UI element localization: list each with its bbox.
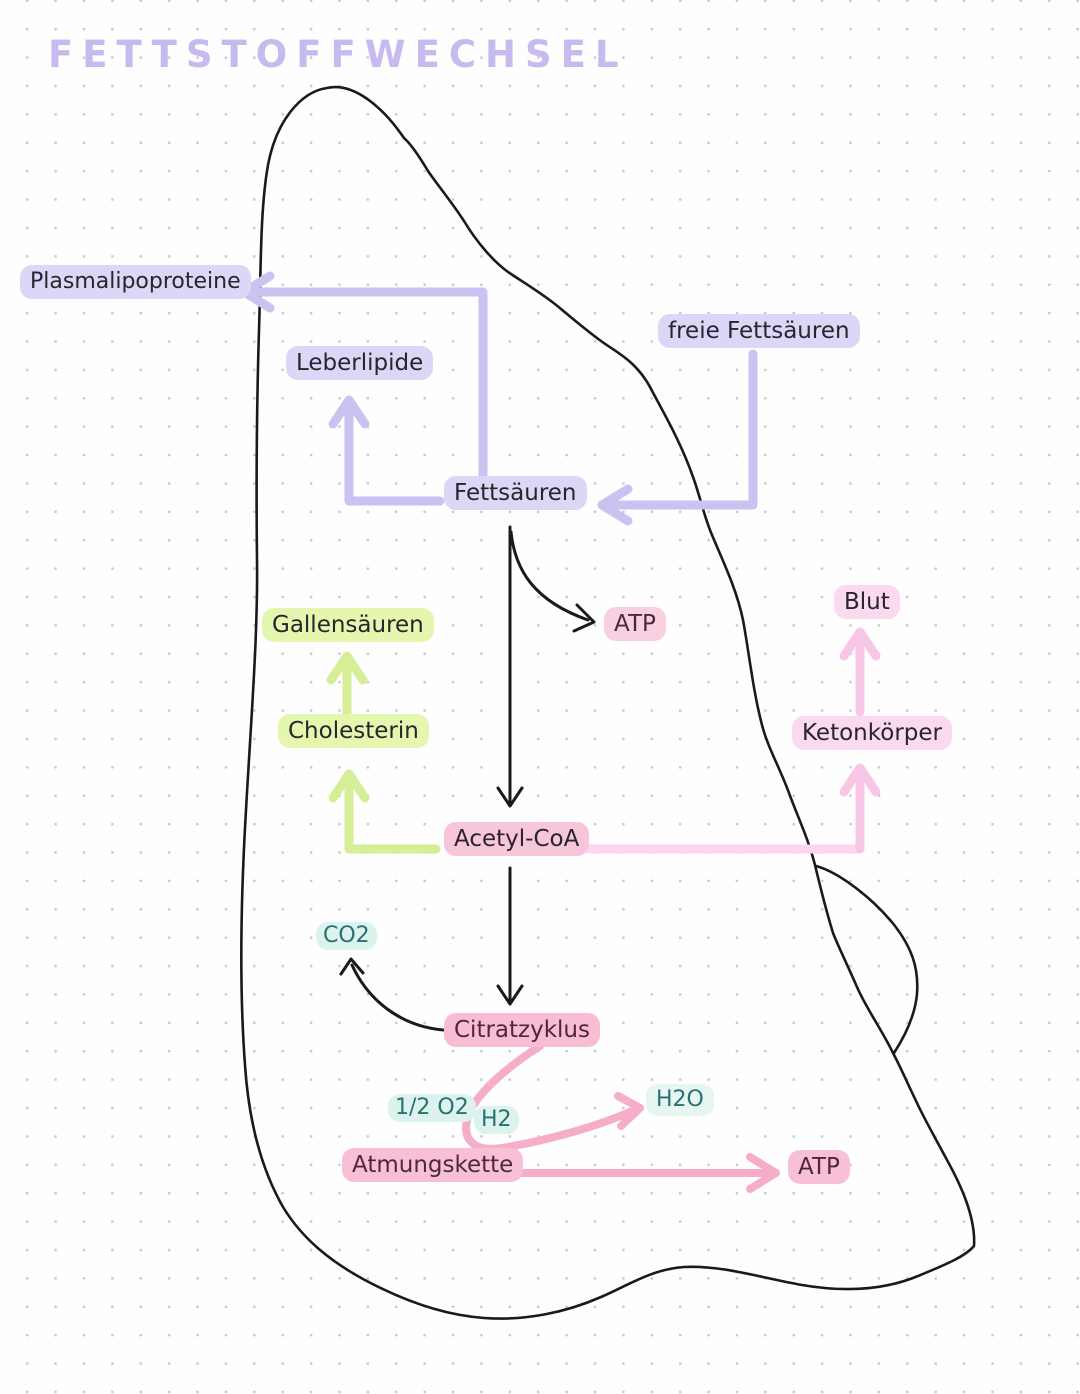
liver-outline: [240, 85, 976, 1320]
node-ketonkoerper: Ketonkörper: [792, 716, 952, 750]
node-leberlipide: Leberlipide: [286, 346, 434, 380]
node-blut: Blut: [834, 585, 900, 619]
node-atmungskette: Atmungskette: [342, 1148, 524, 1182]
arrow-cholesterin-to-gallensaeuren: [326, 651, 368, 719]
arrow-acetylcoa-to-cholesterin: [328, 769, 441, 854]
arrow-atmungskette-to-atp: [508, 1153, 780, 1193]
arrow-ketonkoerper-to-blut: [839, 627, 881, 717]
node-h2: H2: [474, 1106, 519, 1134]
node-half-o2: 1/2 O2: [388, 1094, 476, 1122]
green-arrows: [326, 651, 441, 854]
liver-lobe-outline: [814, 864, 919, 1055]
arrow-citratzyklus-to-co2: [339, 957, 445, 1032]
arrow-fettsaeuren-to-atp: [509, 530, 596, 633]
arrow-freie-fettsaeuren-to-fettsaeuren: [597, 349, 758, 526]
node-gallensaeuren: Gallensäuren: [262, 608, 434, 642]
node-cholesterin: Cholesterin: [278, 714, 429, 748]
node-h2o: H2O: [646, 1084, 714, 1116]
node-co2: CO2: [316, 922, 377, 950]
node-citratzyklus: Citratzyklus: [444, 1013, 600, 1047]
node-atp-from-atmungskette: ATP: [788, 1150, 850, 1184]
arrow-acetylcoa-to-citratzyklus: [496, 866, 524, 1006]
pink-ketone-arrows: [583, 627, 881, 854]
node-freie-fettsaeuren: freie Fettsäuren: [658, 314, 860, 348]
arrow-acetylcoa-to-ketonkoerper: [583, 763, 881, 854]
node-fettsaeuren: Fettsäuren: [444, 476, 587, 510]
pink-respiration-arrows: [462, 1042, 780, 1193]
node-plasmalipoproteine: Plasmalipoproteine: [20, 265, 251, 299]
black-arrows: [339, 525, 596, 1032]
lavender-arrows: [239, 271, 758, 526]
node-atp-from-fettsaeuren: ATP: [604, 607, 666, 641]
node-acetyl-coa: Acetyl-CoA: [444, 822, 590, 856]
arrow-fettsaeuren-to-leberlipide: [328, 395, 445, 506]
arrow-citratzyklus-to-h2o: [462, 1042, 644, 1153]
page-title: FETTSTOFFWECHSEL: [48, 32, 628, 76]
arrow-fettsaeuren-to-acetylcoa: [496, 525, 524, 808]
